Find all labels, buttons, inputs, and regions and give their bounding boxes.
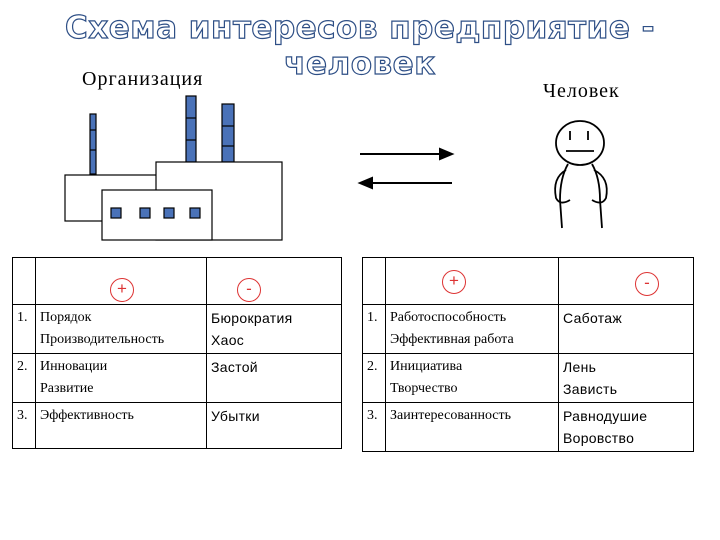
- header-plus-cell: +: [385, 257, 559, 305]
- plus-cell: Порядок Производительность: [35, 304, 207, 354]
- row-number: 1.: [362, 304, 386, 354]
- plus-item: Творчество: [390, 381, 458, 396]
- table-row: 2. Инновации Развитие Застой: [12, 353, 342, 403]
- minus-cell: Бюрократия Хаос: [206, 304, 342, 354]
- table-row: 1. Работоспособность Эффективная работа …: [362, 304, 694, 354]
- page-title: Схема интересов предприятие - человек: [64, 9, 656, 82]
- plus-cell: Инициатива Творчество: [385, 353, 559, 403]
- person-icon: [554, 120, 608, 229]
- exchange-arrows-icon: [357, 147, 455, 190]
- row-number: 2.: [362, 353, 386, 403]
- minus-cell: Саботаж: [558, 304, 694, 354]
- header-minus-cell: -: [206, 257, 342, 305]
- plus-item: Производительность: [40, 332, 165, 347]
- table-row: 3. Заинтересованность Равнодушие Воровст…: [362, 402, 694, 452]
- minus-item: Воровство: [563, 430, 635, 446]
- row-number: 2.: [12, 353, 36, 403]
- minus-item: Равнодушие: [563, 408, 648, 424]
- minus-item: Зависть: [563, 381, 618, 397]
- person-label: Человек: [543, 80, 620, 102]
- minus-cell: Убытки: [206, 402, 342, 449]
- minus-item: Застой: [211, 359, 258, 375]
- plus-item: Развитие: [40, 381, 94, 396]
- plus-item: Заинтересованность: [390, 408, 512, 423]
- person-table: + - 1. Работоспособность Эффективная раб…: [362, 257, 694, 452]
- header-plus-cell: +: [35, 257, 207, 305]
- plus-cell: Заинтересованность: [385, 402, 559, 452]
- header-minus-cell: -: [558, 257, 694, 305]
- plus-sign: +: [110, 278, 134, 302]
- table-row: 1. Порядок Производительность Бюрократия…: [12, 304, 342, 354]
- minus-cell: Застой: [206, 353, 342, 403]
- row-number: 1.: [12, 304, 36, 354]
- plus-item: Инновации: [40, 359, 108, 374]
- organization-label: Организация: [82, 68, 204, 90]
- minus-item: Бюрократия: [211, 310, 293, 326]
- table-row: 2. Инициатива Творчество Лень Зависть: [362, 353, 694, 403]
- minus-item: Лень: [563, 359, 597, 375]
- plus-cell: Работоспособность Эффективная работа: [385, 304, 559, 354]
- minus-cell: Равнодушие Воровство: [558, 402, 694, 452]
- minus-cell: Лень Зависть: [558, 353, 694, 403]
- plus-sign: +: [442, 270, 466, 294]
- row-number: 3.: [12, 402, 36, 449]
- minus-sign: -: [237, 278, 261, 302]
- plus-cell: Эффективность: [35, 402, 207, 449]
- factory-icon: [64, 95, 283, 241]
- plus-item: Работоспособность: [390, 310, 507, 325]
- plus-item: Порядок: [40, 310, 92, 325]
- plus-item: Инициатива: [390, 359, 463, 374]
- header-num-cell: [362, 257, 386, 305]
- plus-item: Эффективность: [40, 408, 134, 423]
- plus-item: Эффективная работа: [390, 332, 514, 347]
- row-number: 3.: [362, 402, 386, 452]
- minus-item: Убытки: [211, 408, 260, 424]
- table-row: 3. Эффективность Убытки: [12, 402, 342, 449]
- minus-item: Хаос: [211, 332, 245, 348]
- header-num-cell: [12, 257, 36, 305]
- minus-sign: -: [635, 272, 659, 296]
- organization-table: + - 1. Порядок Производительность Бюрокр…: [12, 257, 342, 449]
- minus-item: Саботаж: [563, 310, 623, 326]
- plus-cell: Инновации Развитие: [35, 353, 207, 403]
